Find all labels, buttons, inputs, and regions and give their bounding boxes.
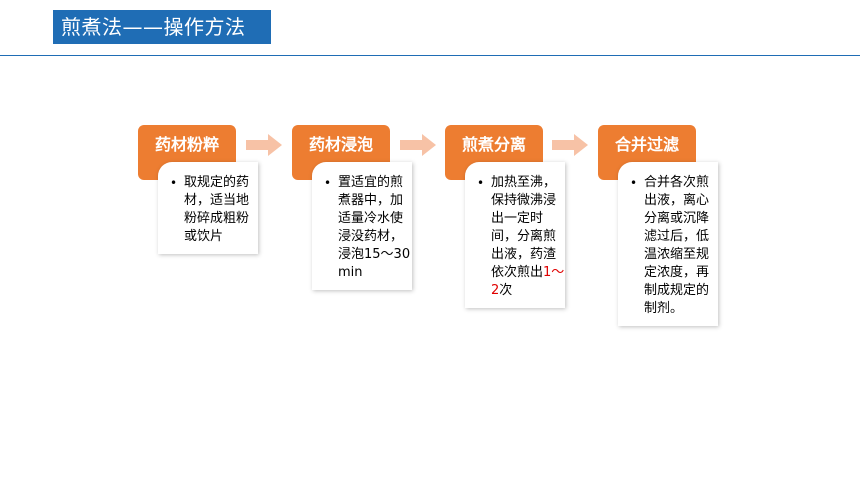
step-4-text: 合并各次煎出液，离心分离或沉降滤过后，低温浓缩至规定浓度，再制成规定的制剂。 xyxy=(644,175,710,316)
step-2-body: • 置适宜的煎煮器中，加适量冷水使浸没药材，浸泡15～30min xyxy=(312,162,412,290)
title-underline xyxy=(0,55,860,56)
step-2-text: 置适宜的煎煮器中，加适量冷水使浸没药材，浸泡15～30min xyxy=(338,175,411,280)
step-1-body: • 取规定的药材，适当地粉碎成粗粉或饮片 xyxy=(158,162,258,254)
bullet-dot-icon: • xyxy=(630,176,638,190)
bullet-dot-icon: • xyxy=(170,176,178,190)
right-arrow-icon xyxy=(552,134,588,156)
step-3-body: • 加热至沸，保持微沸浸出一定时间，分离煎出液，药渣依次煎出1～2次 xyxy=(465,162,565,308)
step-1-header: 药材粉粹 xyxy=(138,125,236,165)
step-2-header: 药材浸泡 xyxy=(292,125,390,165)
right-arrow-icon xyxy=(246,134,282,156)
step-3-text-highlight: 1～2 xyxy=(491,265,565,298)
right-arrow-icon xyxy=(400,134,436,156)
step-3-text-main: 加热至沸，保持微沸浸出一定时间，分离煎出液，药渣依次煎出 xyxy=(491,175,557,280)
slide-title: 煎煮法——操作方法 xyxy=(53,10,271,44)
step-3-text-tail: 次 xyxy=(499,283,513,298)
bullet-dot-icon: • xyxy=(324,176,332,190)
bullet-dot-icon: • xyxy=(477,176,485,190)
step-3-header: 煎煮分离 xyxy=(445,125,543,165)
step-3-text: 加热至沸，保持微沸浸出一定时间，分离煎出液，药渣依次煎出1～2次 xyxy=(491,174,567,300)
step-1-text: 取规定的药材，适当地粉碎成粗粉或饮片 xyxy=(184,175,250,244)
step-4-header: 合并过滤 xyxy=(598,125,696,165)
step-4-body: • 合并各次煎出液，离心分离或沉降滤过后，低温浓缩至规定浓度，再制成规定的制剂。 xyxy=(618,162,718,326)
